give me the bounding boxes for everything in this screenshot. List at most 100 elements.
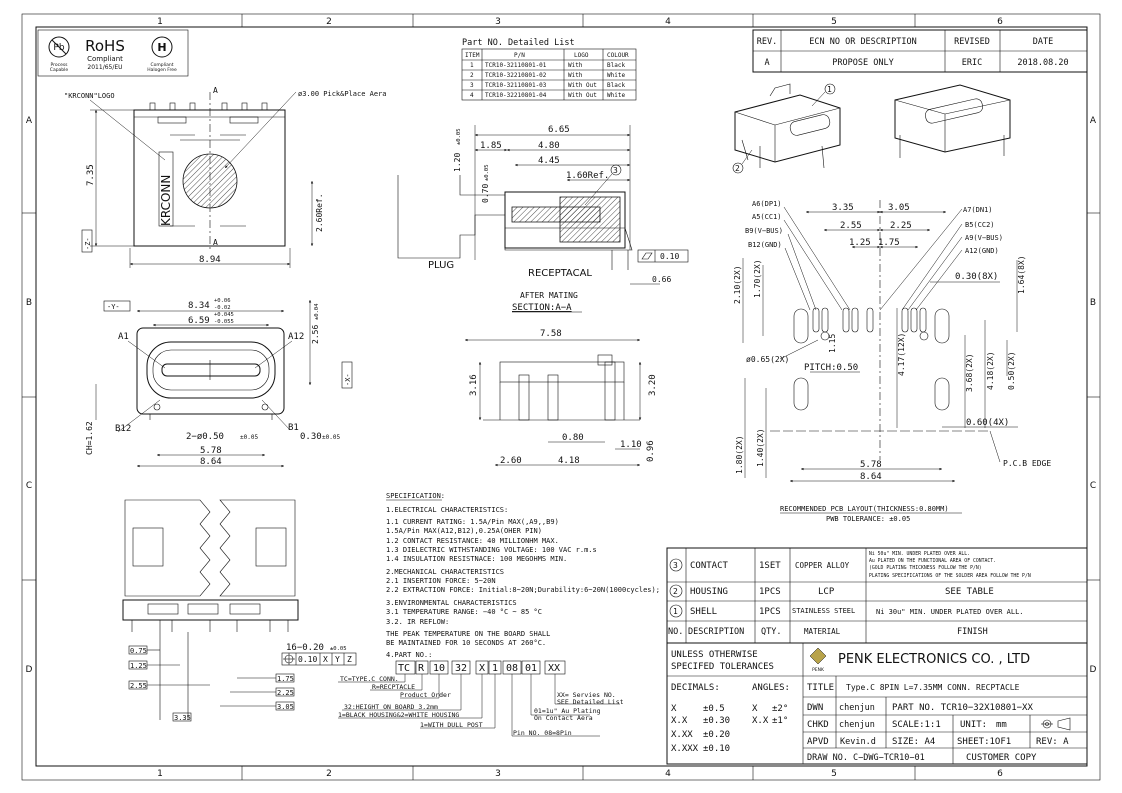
- row-label: D: [26, 665, 33, 675]
- svg-text:0.10: 0.10: [660, 252, 679, 261]
- svg-text:APVD: APVD: [807, 737, 829, 747]
- svg-text:4.17(12X): 4.17(12X): [897, 333, 906, 376]
- svg-text:SEE Detailed List: SEE Detailed List: [557, 698, 624, 706]
- svg-text:Black: Black: [607, 82, 625, 89]
- svg-text:±0.05: ±0.05: [322, 434, 340, 441]
- svg-text:On Contact Aera: On Contact Aera: [534, 714, 593, 722]
- svg-text:2.MECHANICAL CHARACTERISTICS: 2.MECHANICAL CHARACTERISTICS: [386, 568, 504, 576]
- svg-text:Part NO. Detailed List: Part NO. Detailed List: [462, 38, 575, 48]
- svg-text:SIZE: A4: SIZE: A4: [892, 737, 935, 747]
- svg-text:XX= Servies NO.: XX= Servies NO.: [557, 691, 616, 699]
- part-code: TC R 10 32 X 1 08 01 XX TC=TYPE.C CONN. …: [338, 660, 624, 737]
- svg-text:A1: A1: [118, 332, 129, 342]
- svg-text:TCR10-32110801-03: TCR10-32110801-03: [485, 82, 547, 89]
- svg-text:PLUG: PLUG: [428, 260, 454, 271]
- col-label: 2: [326, 17, 332, 27]
- svg-text:4.45: 4.45: [538, 156, 560, 166]
- svg-text:With: With: [568, 72, 583, 79]
- svg-text:R=RECPTACLE: R=RECPTACLE: [372, 683, 415, 691]
- projection-icon: [1041, 717, 1071, 731]
- svg-text:1PCS: 1PCS: [759, 607, 781, 617]
- col-label: 5: [831, 17, 837, 27]
- svg-text:1.75: 1.75: [878, 238, 900, 248]
- svg-text:±0.05: ±0.05: [330, 646, 347, 652]
- svg-text:B9(V−BUS): B9(V−BUS): [745, 227, 783, 235]
- svg-text:SCALE:1:1: SCALE:1:1: [892, 720, 941, 730]
- svg-text:1=BLACK HOUSING&2=WHITE HOUSIN: 1=BLACK HOUSING&2=WHITE HOUSING: [338, 711, 459, 719]
- sheet-border: 1 2 3 4 5 6 1 2 3 4 5 6 A B C D A B C D: [21, 13, 1101, 781]
- svg-text:1.40(2X): 1.40(2X): [756, 428, 765, 467]
- svg-text:Product Order: Product Order: [400, 691, 451, 699]
- svg-text:X: X: [752, 704, 758, 714]
- svg-text:White: White: [607, 92, 625, 99]
- svg-text:2018.08.20: 2018.08.20: [1017, 58, 1068, 68]
- svg-text:Compliant: Compliant: [87, 55, 123, 63]
- svg-text:8.64: 8.64: [860, 472, 882, 482]
- svg-text:±0.20: ±0.20: [703, 730, 730, 740]
- svg-text:CUSTOMER COPY: CUSTOMER COPY: [966, 753, 1037, 763]
- svg-text:TCR10-32110801-01: TCR10-32110801-01: [485, 62, 547, 69]
- svg-text:COPPER ALLOY: COPPER ALLOY: [795, 561, 850, 570]
- svg-text:+0.06: +0.06: [214, 298, 231, 304]
- row-label: C: [26, 481, 32, 491]
- svg-text:"KRCONN"LOGO: "KRCONN"LOGO: [64, 92, 115, 100]
- svg-text:1.75: 1.75: [277, 675, 294, 683]
- svg-text:0.50(2X): 0.50(2X): [1007, 351, 1016, 390]
- svg-text:-X-: -X-: [344, 373, 352, 386]
- col-label: 4: [665, 17, 671, 27]
- front-view: -Y- 8.34 +0.06 -0.02 6.59 +0.045 -0.055 …: [85, 298, 353, 468]
- svg-text:8.64: 8.64: [200, 457, 222, 467]
- svg-text:1: 1: [673, 607, 678, 616]
- svg-text:16−0.20: 16−0.20: [286, 643, 324, 653]
- svg-text:RECEPTACAL: RECEPTACAL: [528, 268, 592, 279]
- svg-text:0.70: 0.70: [481, 184, 490, 203]
- svg-text:1.60Ref.: 1.60Ref.: [566, 171, 609, 181]
- svg-text:2: 2: [470, 72, 474, 79]
- pb-free-icon: Pb Process Capable: [48, 36, 70, 73]
- svg-text:4: 4: [470, 92, 474, 99]
- iso-views: 1 2: [732, 83, 1011, 174]
- svg-text:PITCH:0.50: PITCH:0.50: [804, 363, 858, 373]
- col-label: 3: [495, 17, 501, 27]
- svg-text:3.ENVIRONMENTAL CHARACTERIST: 3.ENVIRONMENTAL CHARACTERISTICS: [386, 599, 517, 607]
- svg-text:1=WITH DULL POST: 1=WITH DULL POST: [420, 721, 483, 729]
- svg-text:MATERIAL: MATERIAL: [804, 627, 841, 636]
- svg-text:0.30: 0.30: [300, 432, 322, 442]
- svg-text:2.60Ref.: 2.60Ref.: [315, 193, 324, 232]
- svg-text:2.2 EXTRACTION FORCE: Initial:: 2.2 EXTRACTION FORCE: Initial:8~20N;Dura…: [386, 586, 660, 594]
- svg-text:CH=1.62: CH=1.62: [85, 421, 94, 455]
- svg-text:1.1 CURRENT RATING: 1.5A/Pin M: 1.1 CURRENT RATING: 1.5A/Pin MAX(,A9,,B9…: [386, 518, 559, 526]
- svg-text:QTY.: QTY.: [761, 627, 781, 637]
- svg-text:ITEM: ITEM: [465, 52, 480, 59]
- part-list-table: Part NO. Detailed List ITEM P/N LOGO COL…: [461, 38, 637, 101]
- svg-text:3.05: 3.05: [888, 203, 910, 213]
- svg-text:PART NO. TCR10−32X10801−XX: PART NO. TCR10−32X10801−XX: [892, 703, 1033, 713]
- svg-text:P.C.B EDGE: P.C.B EDGE: [1003, 459, 1051, 468]
- svg-text:B12: B12: [115, 424, 131, 434]
- svg-text:3.35: 3.35: [174, 714, 191, 722]
- svg-text:3: 3: [470, 82, 474, 89]
- col-label: 5: [831, 769, 837, 779]
- svg-text:7.58: 7.58: [540, 329, 562, 339]
- svg-text:7.35: 7.35: [86, 164, 96, 186]
- svg-text:1SET: 1SET: [759, 561, 781, 571]
- svg-text:1.25: 1.25: [849, 238, 871, 248]
- pick-place-area: [182, 153, 238, 209]
- fcf-frame: [281, 652, 357, 666]
- svg-text:BE MAINTAINED FOR 10 SECONDS A: BE MAINTAINED FOR 10 SECONDS AT 260°C.: [386, 639, 546, 647]
- svg-text:ECN NO OR DESCRIPTION: ECN NO OR DESCRIPTION: [809, 37, 916, 47]
- svg-text:Capable: Capable: [50, 67, 69, 73]
- svg-text:REVISED: REVISED: [954, 37, 990, 47]
- svg-text:1.2 CONTACT RESISTANCE: 40 MIL: 1.2 CONTACT RESISTANCE: 40 MILLIONHM MAX…: [386, 537, 559, 545]
- title-block: UNLESS OTHERWISE SPECIFED TOLERANCES DEC…: [666, 642, 1088, 765]
- svg-text:0.66: 0.66: [652, 275, 671, 284]
- svg-text:1.70(2X): 1.70(2X): [753, 259, 762, 298]
- svg-text:1.3 DIELECTRIC WITHSTANDING VO: 1.3 DIELECTRIC WITHSTANDING VOLTAGE: 100…: [386, 546, 597, 554]
- svg-text:LCP: LCP: [818, 587, 835, 597]
- svg-text:3.05: 3.05: [277, 703, 294, 711]
- svg-text:3: 3: [613, 166, 618, 175]
- svg-text:A: A: [213, 86, 218, 95]
- revision-table: REV. ECN NO OR DESCRIPTION REVISED DATE …: [752, 29, 1088, 73]
- iso-connector-2: [894, 84, 1011, 158]
